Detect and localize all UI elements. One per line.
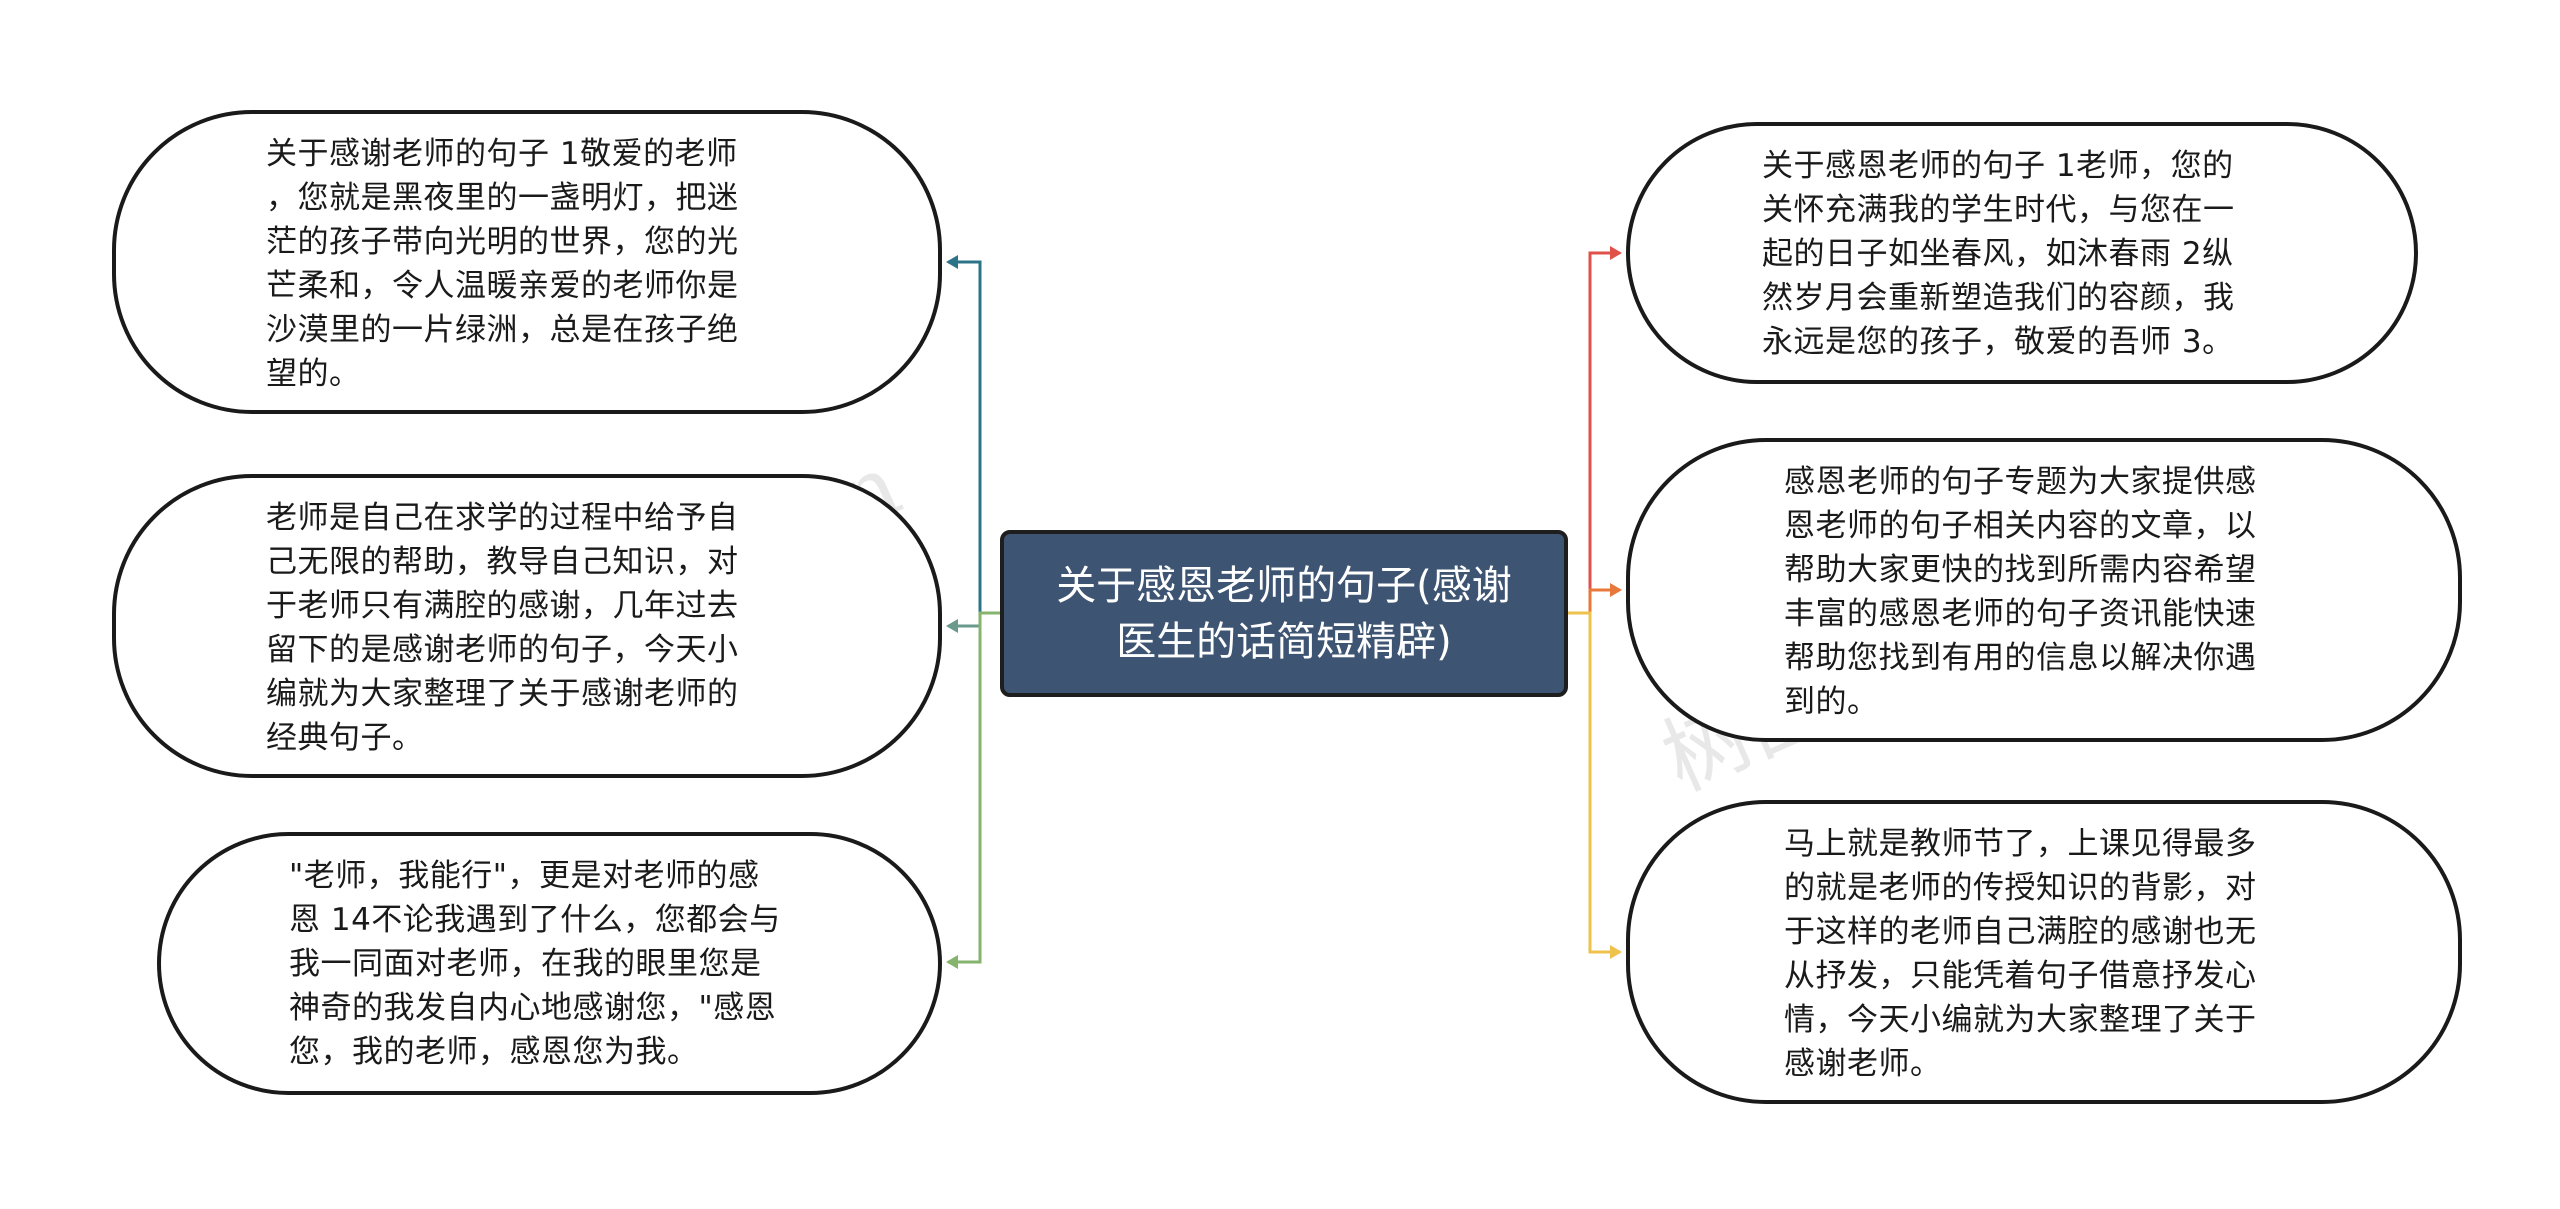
root-topic[interactable]: 关于感恩老师的句子(感谢 医生的话简短精辟) [1000, 530, 1568, 697]
branch-node-left-2-text: 老师是自己在求学的过程中给予自 己无限的帮助，教导自己知识，对 于老师只有满腔的… [266, 500, 739, 756]
connector-right-3 [1568, 611, 1620, 954]
arrowhead-right-2 [1610, 583, 1622, 597]
branch-node-left-2[interactable]: 老师是自己在求学的过程中给予自 己无限的帮助，教导自己知识，对 于老师只有满腔的… [112, 474, 942, 778]
arrowhead-right-1 [1610, 246, 1622, 260]
branch-node-right-3[interactable]: 马上就是教师节了，上课见得最多 的就是老师的传授知识的背影，对 于这样的老师自己… [1626, 800, 2462, 1104]
connectors [946, 246, 1622, 969]
branch-node-left-1-text: 关于感谢老师的句子 1敬爱的老师 ，您就是黑夜里的一盏明灯，把迷 茫的孩子带向光… [266, 136, 739, 392]
connector-left-3 [948, 611, 1000, 964]
connector-right-1 [1568, 251, 1620, 615]
arrowhead-right-3 [1610, 945, 1622, 959]
branch-node-left-1[interactable]: 关于感谢老师的句子 1敬爱的老师 ，您就是黑夜里的一盏明灯，把迷 茫的孩子带向光… [112, 110, 942, 414]
branch-node-left-3[interactable]: "老师，我能行"，更是对老师的感 恩 14不论我遇到了什么，您都会与 我一同面对… [157, 832, 942, 1095]
branch-node-left-3-text: "老师，我能行"，更是对老师的感 恩 14不论我遇到了什么，您都会与 我一同面对… [289, 858, 781, 1070]
branch-node-right-2-text: 感恩老师的句子专题为大家提供感 恩老师的句子相关内容的文章，以 帮助大家更快的找… [1784, 464, 2257, 720]
arrowhead-left-2 [946, 619, 958, 633]
root-topic-text: 关于感恩老师的句子(感谢 医生的话简短精辟) [1056, 562, 1512, 665]
branch-node-right-1-text: 关于感恩老师的句子 1老师，您的 关怀充满我的学生时代，与您在一 起的日子如坐春… [1762, 148, 2235, 360]
arrowhead-left-3 [946, 955, 958, 969]
arrowhead-left-1 [946, 255, 958, 269]
branch-node-right-1[interactable]: 关于感恩老师的句子 1老师，您的 关怀充满我的学生时代，与您在一 起的日子如坐春… [1626, 122, 2418, 384]
branch-node-right-3-text: 马上就是教师节了，上课见得最多 的就是老师的传授知识的背影，对 于这样的老师自己… [1784, 826, 2257, 1082]
branch-node-right-2[interactable]: 感恩老师的句子专题为大家提供感 恩老师的句子相关内容的文章，以 帮助大家更快的找… [1626, 438, 2462, 742]
connector-left-1 [948, 260, 1000, 615]
